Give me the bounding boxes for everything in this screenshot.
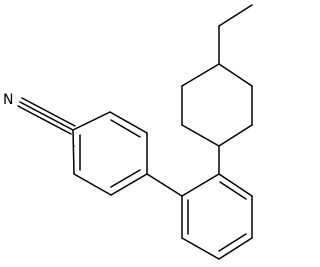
ring2-bond-d	[218, 237, 253, 260]
triple-bond-line-2	[17, 105, 72, 135]
ring2-bond-e	[181, 237, 220, 260]
cyclohexane-ring	[181, 63, 253, 147]
structure-canvas: N	[3, 4, 253, 260]
cyclohexane-bond-f	[218, 124, 253, 147]
ring1-double-1	[110, 119, 141, 138]
cyclohexane-bond-d	[218, 63, 253, 87]
ring1-bond-d	[110, 173, 148, 196]
ring2-bond-b	[218, 173, 253, 197]
molecule-drawing: N	[3, 4, 253, 260]
ring1-bond-a	[72, 111, 111, 131]
nitrile-nitrogen-label: N	[3, 92, 13, 108]
triple-bond-line-3	[21, 97, 76, 127]
ring1-double-2	[110, 169, 141, 188]
ethyl-bond-2	[218, 4, 253, 27]
ring2-bond-a	[181, 173, 220, 197]
cyclohexane-bond-a	[181, 124, 220, 147]
biaryl-bond	[146, 173, 183, 197]
ethyl-group	[218, 4, 253, 65]
ring1-bond-b	[109, 111, 148, 134]
ring1-bond-e	[73, 173, 112, 196]
cyclohexane-bond-c	[181, 63, 220, 87]
triple-bond-line-1	[19, 101, 74, 131]
ring1-bond-f	[72, 129, 75, 175]
benzonitrile-ring	[72, 111, 148, 196]
nitrile-group: N	[3, 92, 76, 135]
phenyl-ring	[181, 173, 253, 260]
ring2-double-2	[218, 233, 247, 252]
ring2-double-1	[219, 181, 247, 200]
